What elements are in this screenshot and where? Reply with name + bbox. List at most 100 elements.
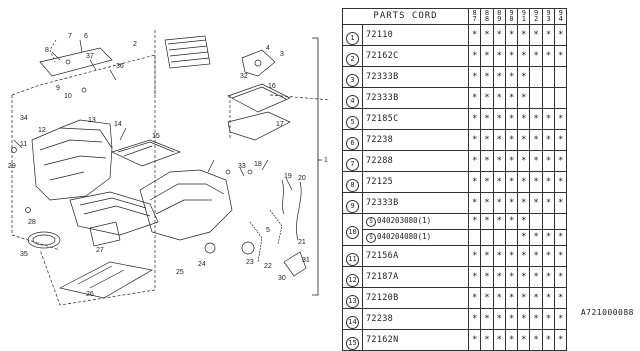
year-mark: * [529, 170, 543, 193]
year-mark: * [467, 128, 482, 151]
part-code: 72162N [362, 328, 469, 351]
year-mark: * [504, 128, 519, 151]
year-mark: * [480, 107, 494, 130]
year-mark: * [467, 191, 482, 214]
year-mark: * [492, 86, 506, 109]
year-mark: * [480, 170, 494, 193]
year-mark: * [480, 212, 494, 230]
year-mark: * [480, 328, 494, 351]
callout-28: 28 [28, 219, 36, 226]
part-11-blower-assembly [69, 191, 159, 236]
row-number: 3 [342, 65, 363, 88]
year-mark: * [480, 191, 494, 214]
part-code: 72238 [362, 307, 469, 330]
year-mark: * [467, 265, 482, 288]
row-number: 12 [342, 265, 363, 288]
year-mark [554, 65, 568, 88]
year-mark: * [504, 244, 519, 267]
year-mark: * [554, 170, 568, 193]
callout-16: 16 [268, 83, 276, 90]
part-15-filter [111, 139, 181, 167]
year-mark: * [554, 44, 568, 67]
year-mark: * [541, 107, 556, 130]
part-code: 72333B [362, 65, 469, 88]
callout-19: 19 [284, 173, 292, 180]
year-mark: * [480, 86, 494, 109]
parts-cord-header: PARTS CORD [342, 8, 469, 25]
year-mark: * [517, 328, 531, 351]
part-code: 72125 [362, 170, 469, 193]
year-mark: * [529, 328, 543, 351]
year-mark: * [504, 107, 519, 130]
year-mark: * [467, 244, 482, 267]
year-mark: * [517, 149, 531, 172]
year-mark: * [480, 44, 494, 67]
year-mark: * [467, 307, 482, 330]
year-mark: * [492, 191, 506, 214]
part-20-cable [296, 181, 302, 241]
year-mark: * [529, 265, 543, 288]
year-mark [529, 65, 543, 88]
part-2-plate [164, 35, 211, 69]
year-mark: * [517, 23, 531, 46]
year-mark: * [480, 65, 494, 88]
row-number: 10 [342, 212, 363, 246]
year-mark: * [467, 23, 482, 46]
year-mark: * [517, 286, 531, 309]
year-mark: * [554, 23, 568, 46]
row-number: 7 [342, 149, 363, 172]
year-mark: * [529, 44, 543, 67]
callout-22: 22 [264, 263, 272, 270]
year-mark: * [492, 65, 506, 88]
row-number: 6 [342, 128, 363, 151]
callout-26: 26 [86, 291, 94, 298]
year-mark [492, 228, 506, 246]
part-13-heater-unit [31, 127, 113, 201]
year-mark: * [492, 44, 506, 67]
part-35-cover [27, 231, 61, 249]
year-mark: * [467, 86, 482, 109]
year-mark: * [480, 23, 494, 46]
year-mark [541, 65, 556, 88]
callout-18: 18 [254, 161, 262, 168]
year-mark: * [480, 265, 494, 288]
year-mark: * [480, 286, 494, 309]
year-mark: * [517, 128, 531, 151]
callout-35: 35 [20, 251, 28, 258]
year-mark: * [492, 128, 506, 151]
row-number: 13 [342, 286, 363, 309]
year-mark [504, 228, 519, 246]
year-mark: * [541, 286, 556, 309]
row-number: 9 [342, 191, 363, 214]
year-mark: * [492, 286, 506, 309]
year-mark [529, 86, 543, 109]
year-mark: * [529, 286, 543, 309]
year-mark: * [554, 307, 568, 330]
part-code: 72333B [362, 191, 469, 214]
year-mark: * [504, 191, 519, 214]
callout-9: 9 [56, 85, 60, 92]
part-8-sheet [39, 47, 113, 77]
year-mark: * [554, 228, 568, 246]
part-17-duct [227, 111, 291, 141]
year-mark: * [504, 149, 519, 172]
callout-13: 13 [88, 117, 96, 124]
callout-37: 37 [86, 53, 94, 60]
callout-5: 5 [266, 227, 270, 234]
year-mark: * [554, 107, 568, 130]
year-mark: * [517, 107, 531, 130]
year-mark: * [504, 23, 519, 46]
year-mark: * [517, 86, 531, 109]
callout-36: 36 [116, 63, 124, 70]
year-mark: * [517, 307, 531, 330]
part-code: 72238 [362, 128, 469, 151]
